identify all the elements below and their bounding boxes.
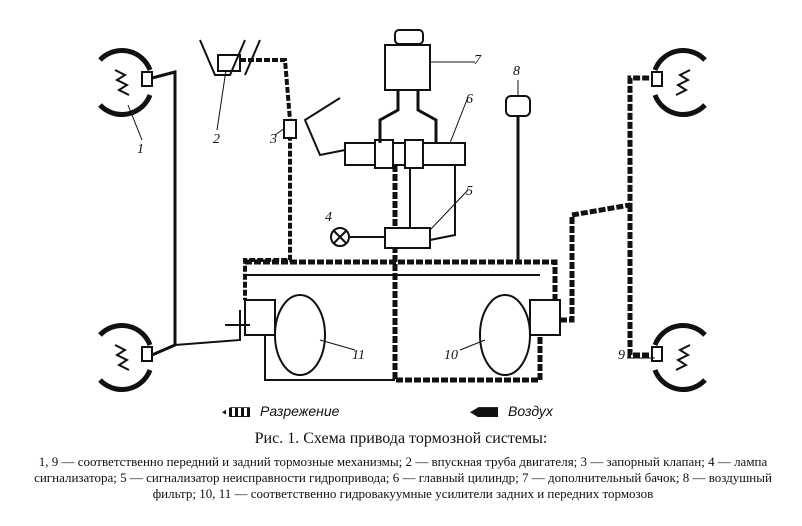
- label-11: 11: [352, 348, 365, 363]
- legend-air-label: Воздух: [508, 403, 553, 419]
- vacuum-arrow-icon: [222, 407, 250, 418]
- brake-diagram: [98, 29, 707, 392]
- label-3: 3: [270, 132, 277, 147]
- front-left-brake: [98, 48, 153, 117]
- air-filter: [505, 95, 531, 117]
- check-valve: [283, 119, 297, 139]
- front-booster: [225, 294, 326, 376]
- warning-switch: [384, 227, 431, 249]
- figure-caption-title: Рис. 1. Схема привода тормозной системы:: [254, 430, 548, 447]
- label-10: 10: [444, 348, 458, 363]
- label-8: 8: [513, 64, 520, 79]
- label-6: 6: [466, 92, 473, 107]
- front-right-brake: [651, 48, 707, 117]
- label-7: 7: [474, 53, 481, 68]
- rear-booster: [479, 294, 561, 376]
- figure-caption-text: 1, 9 — соответственно передний и задний …: [34, 454, 772, 501]
- reservoir: [384, 44, 431, 91]
- warning-lamp: [330, 227, 350, 247]
- intake-manifold: [199, 39, 261, 76]
- label-5: 5: [466, 184, 473, 199]
- label-1: 1: [137, 142, 144, 157]
- legend-air: Воздух: [470, 403, 553, 419]
- legend-vacuum-label: Разрежение: [260, 403, 340, 419]
- rear-right-brake: [651, 323, 707, 392]
- rear-left-brake: [98, 323, 153, 392]
- label-4: 4: [325, 210, 332, 225]
- label-2: 2: [213, 132, 220, 147]
- legend-vacuum: Разрежение: [222, 403, 339, 419]
- air-arrow-icon: [470, 407, 498, 418]
- label-9: 9: [618, 348, 625, 363]
